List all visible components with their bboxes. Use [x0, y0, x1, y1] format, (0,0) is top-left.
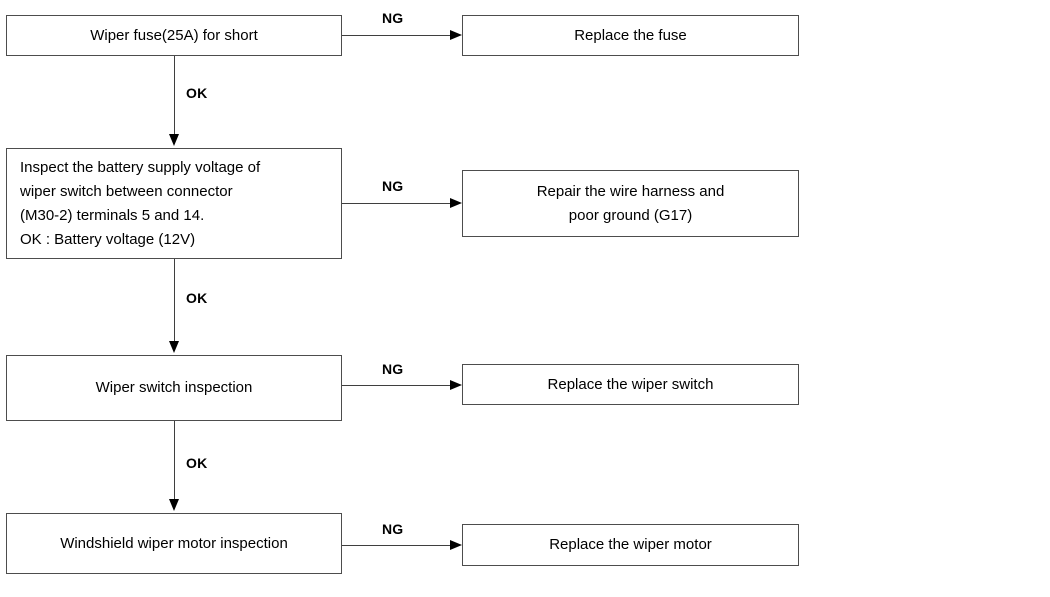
node-repair-harness-label: Repair the wire harness and poor ground …	[536, 182, 725, 224]
connector-fuse-ng-arrowhead	[450, 29, 462, 40]
edge-label-motor-ng: NG	[382, 521, 404, 537]
node-check-wiper-motor-label: Windshield wiper motor inspection	[60, 534, 288, 552]
node-check-battery-voltage-label: Inspect the battery supply voltage of wi…	[20, 158, 261, 248]
edge-label-switch-ok: OK	[186, 455, 208, 471]
node-check-fuse[interactable]: Wiper fuse(25A) for short	[6, 15, 342, 56]
node-check-battery-voltage[interactable]: Inspect the battery supply voltage of wi…	[6, 148, 342, 259]
edge-label-fuse-ng: NG	[382, 10, 404, 26]
node-check-fuse-label: Wiper fuse(25A) for short	[90, 26, 258, 44]
node-check-wiper-switch[interactable]: Wiper switch inspection	[6, 355, 342, 421]
connector-fuse-ng-line	[342, 35, 452, 36]
edge-label-voltage-ok: OK	[186, 290, 208, 306]
connector-switch-ng-arrowhead	[450, 379, 462, 390]
edge-label-fuse-ok: OK	[186, 85, 208, 101]
node-replace-fuse[interactable]: Replace the fuse	[462, 15, 799, 56]
node-replace-wiper-motor[interactable]: Replace the wiper motor	[462, 524, 799, 566]
connector-motor-ng-line	[342, 545, 452, 546]
connector-fuse-ok-line	[174, 56, 175, 136]
connector-motor-ng-arrowhead	[450, 539, 462, 550]
node-replace-wiper-switch-label: Replace the wiper switch	[547, 375, 714, 393]
connector-voltage-ok-arrowhead	[168, 341, 179, 353]
connector-voltage-ng-arrowhead	[450, 197, 462, 208]
connector-voltage-ng-line	[342, 203, 452, 204]
connector-fuse-ok-arrowhead	[168, 134, 179, 146]
node-check-wiper-motor[interactable]: Windshield wiper motor inspection	[6, 513, 342, 574]
connector-voltage-ok-line	[174, 259, 175, 343]
node-replace-wiper-switch[interactable]: Replace the wiper switch	[462, 364, 799, 405]
connector-switch-ok-arrowhead	[168, 499, 179, 511]
node-check-wiper-switch-label: Wiper switch inspection	[95, 379, 253, 396]
node-replace-wiper-motor-label: Replace the wiper motor	[549, 536, 712, 553]
node-repair-harness[interactable]: Repair the wire harness and poor ground …	[462, 170, 799, 237]
edge-label-voltage-ng: NG	[382, 178, 404, 194]
connector-switch-ok-line	[174, 421, 175, 501]
edge-label-switch-ng: NG	[382, 361, 404, 377]
node-replace-fuse-label: Replace the fuse	[574, 26, 687, 44]
connector-switch-ng-line	[342, 385, 452, 386]
